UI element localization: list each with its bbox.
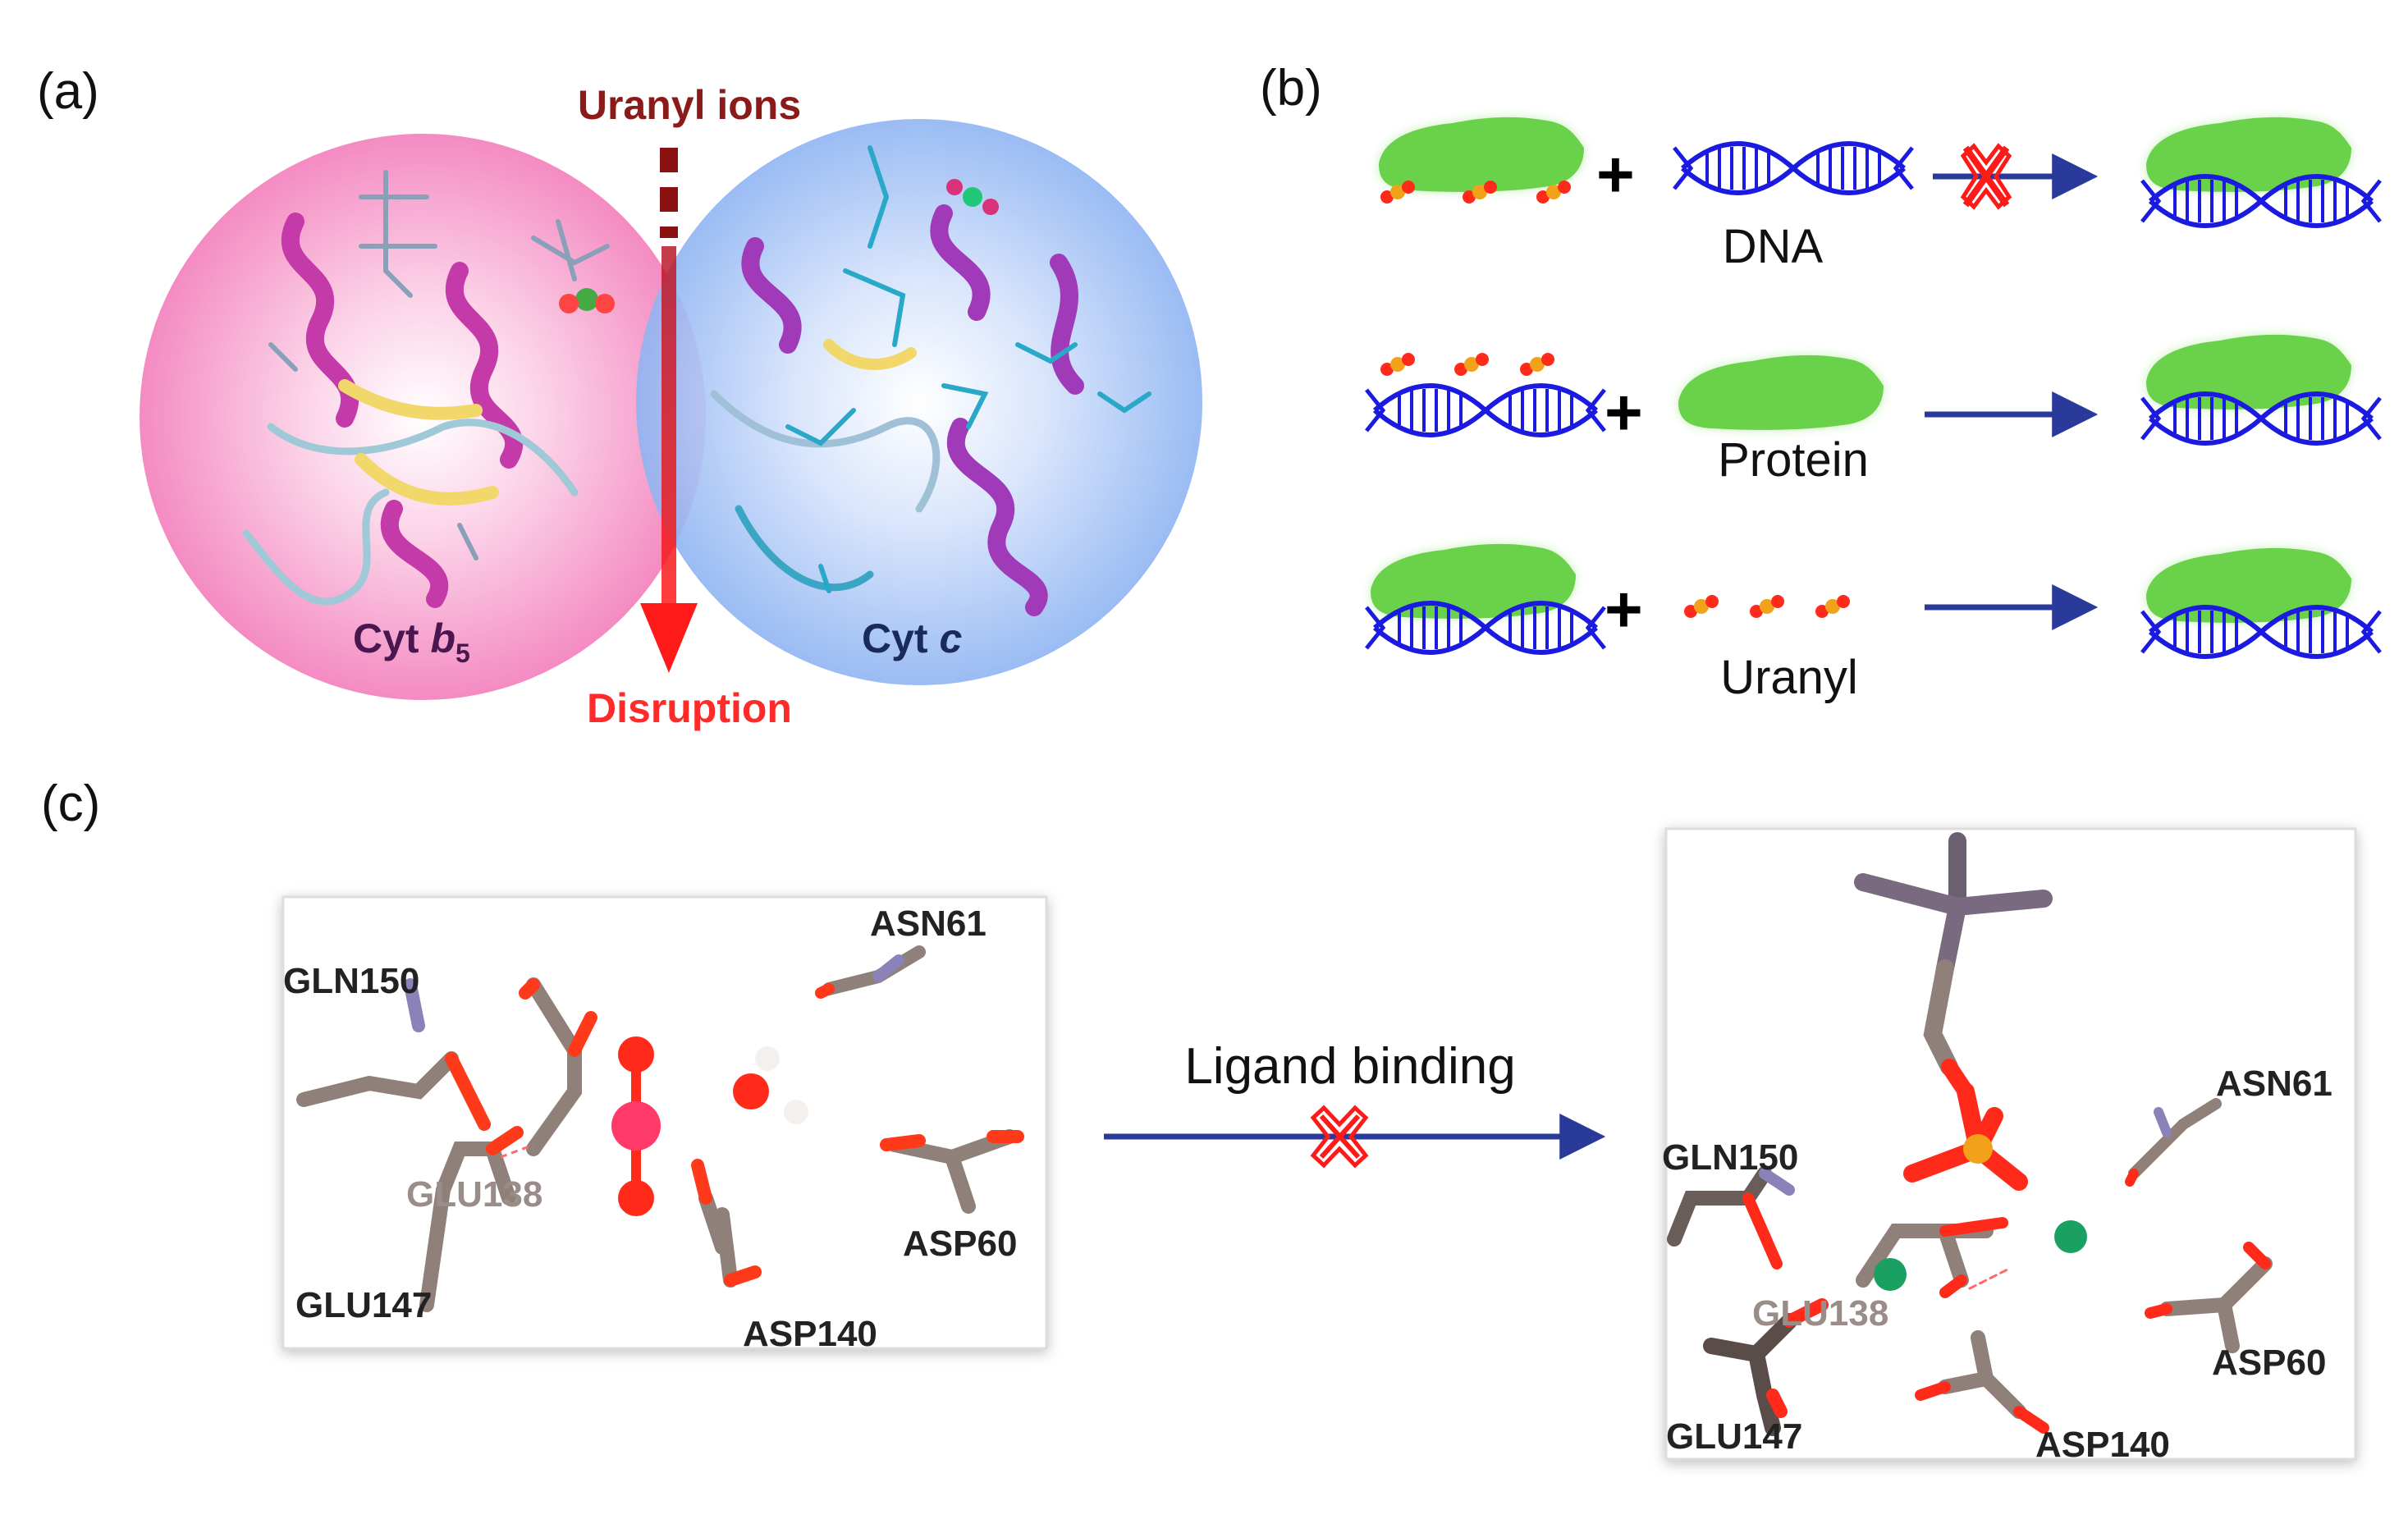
row-2-protein [1678, 355, 1884, 430]
left-glu147-label: GLU147 [295, 1285, 432, 1325]
row-1-block-icon [1960, 143, 2012, 210]
ligand-binding-block-icon [1310, 1105, 1369, 1169]
row-1-product [2142, 117, 2380, 226]
row-3-protein-dna [1367, 544, 1605, 652]
right-glu138-label: GLU138 [1752, 1293, 1888, 1334]
cyt-c-structure [710, 145, 1151, 616]
row-1-reactant-label: DNA [1723, 220, 1824, 273]
cyt-b5-structure [242, 170, 615, 608]
row-3-product [2142, 548, 2380, 657]
row-2-dna-uranyl [1367, 353, 1605, 435]
row-2-reactant-label: Protein [1718, 433, 1869, 487]
panel-a-label: (a) [37, 63, 99, 120]
right-glu147-label: GLU147 [1666, 1416, 1802, 1457]
row-3-plus: + [1605, 573, 1643, 646]
disruption-label: Disruption [587, 685, 792, 731]
row-3-reactant-label: Uranyl [1720, 651, 1858, 704]
row-1-plus: + [1596, 138, 1635, 211]
right-gln150-label: GLN150 [1662, 1137, 1798, 1178]
left-asp60-label: ASP60 [903, 1224, 1017, 1264]
cyt-c-label: Cyt c [862, 615, 962, 661]
left-gln150-label: GLN150 [283, 961, 419, 1001]
row-2-product [2142, 335, 2380, 443]
cyt-b5-label: Cyt b5 [353, 615, 470, 668]
panel-b-label: (b) [1260, 60, 1322, 117]
left-asn61-label: ASN61 [870, 904, 987, 944]
right-asn61-label: ASN61 [2216, 1064, 2332, 1104]
row-3-uranyl [1684, 595, 1850, 618]
ligand-bound-site-panel [1664, 827, 2357, 1461]
row-2-plus: + [1605, 376, 1643, 449]
right-asp140-label: ASP140 [2035, 1425, 2170, 1465]
left-asp140-label: ASP140 [743, 1314, 877, 1354]
uranyl-disruption-arrow [640, 148, 698, 673]
panel-c-label: (c) [41, 776, 100, 832]
uranyl-ions-label: Uranyl ions [578, 82, 801, 128]
left-glu138-label: GLU138 [406, 1174, 542, 1215]
ligand-binding-label: Ligand binding [1184, 1038, 1515, 1095]
right-asp60-label: ASP60 [2212, 1343, 2326, 1383]
row-1-dna [1674, 144, 1912, 193]
apo-binding-site-panel [282, 895, 1048, 1350]
row-1-protein-uranyl [1379, 117, 1584, 204]
